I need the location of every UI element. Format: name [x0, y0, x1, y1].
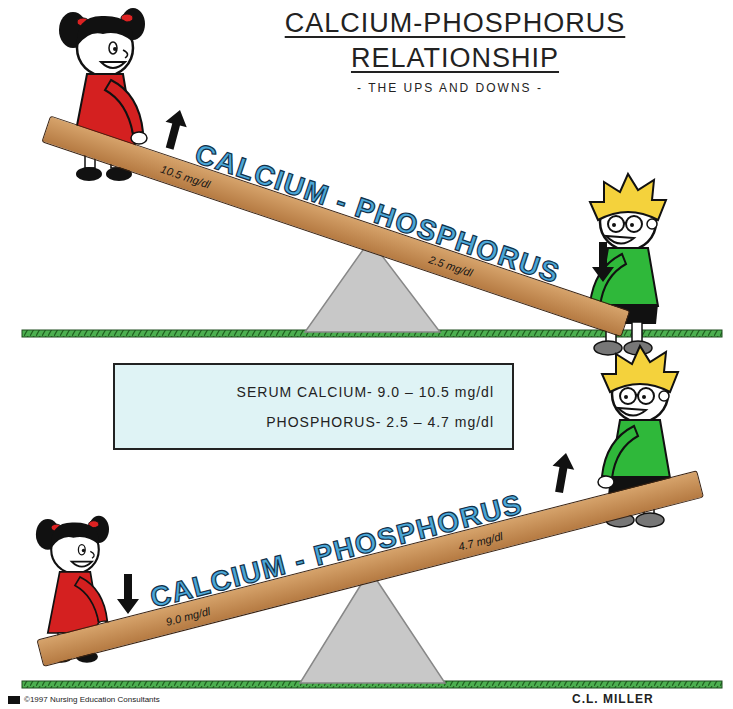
- artist-signature: C.L. MILLER: [572, 692, 654, 706]
- diagram-title: CALCIUM-PHOSPHORUS RELATIONSHIP: [268, 6, 642, 76]
- publisher-logo: [8, 696, 20, 704]
- range-text: PHOSPHORUS- 2.5 – 4.7 mg/dl: [133, 413, 494, 431]
- range-box: SERUM CALCIUM- 9.0 – 10.5 mg/dlPHOSPHORU…: [113, 363, 514, 450]
- down-arrow: [592, 242, 614, 282]
- up-arrow: [548, 451, 577, 494]
- up-arrow: [159, 107, 191, 151]
- down-arrow: [117, 574, 139, 614]
- copyright-note: ©1997 Nursing Education Consultants: [24, 695, 160, 705]
- range-text: SERUM CALCIUM- 9.0 – 10.5 mg/dl: [133, 383, 494, 401]
- subtitle: - THE UPS AND DOWNS -: [300, 80, 600, 96]
